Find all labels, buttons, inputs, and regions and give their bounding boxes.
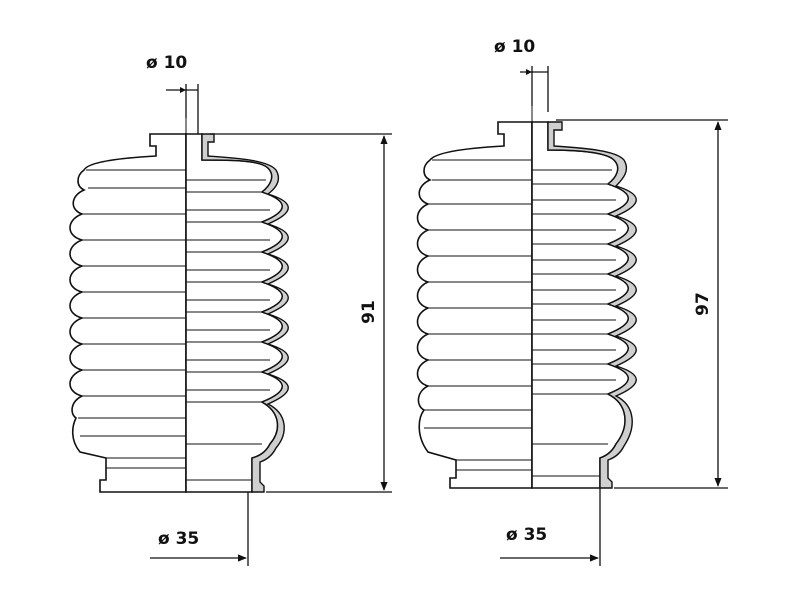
height-label-right: 97 — [693, 292, 713, 316]
boot-drawing-left — [69, 84, 392, 566]
inner-lines-right — [532, 169, 616, 477]
wall-section-right — [547, 121, 637, 489]
bottom-diameter-dimension-left — [150, 492, 249, 566]
top-diameter-label-left: ø 10 — [146, 53, 187, 73]
top-diameter-dimension-right — [520, 66, 549, 112]
boot-outline-left — [69, 133, 187, 493]
rib-lines-left — [78, 169, 186, 469]
height-label-left: 91 — [359, 300, 379, 324]
boot-drawing-right — [416, 66, 728, 566]
top-diameter-label-right: ø 10 — [494, 37, 535, 57]
wall-section-left — [201, 133, 289, 493]
inner-lines-left — [186, 179, 270, 481]
top-diameter-dimension-left — [166, 84, 199, 134]
bottom-diameter-label-left: ø 35 — [158, 529, 199, 549]
boot-outline-right — [416, 121, 533, 489]
height-dimension-left — [210, 133, 392, 493]
bottom-diameter-label-right: ø 35 — [506, 525, 547, 545]
bottom-diameter-dimension-right — [500, 488, 601, 566]
rib-lines-right — [424, 159, 532, 471]
height-dimension-right — [556, 119, 728, 489]
